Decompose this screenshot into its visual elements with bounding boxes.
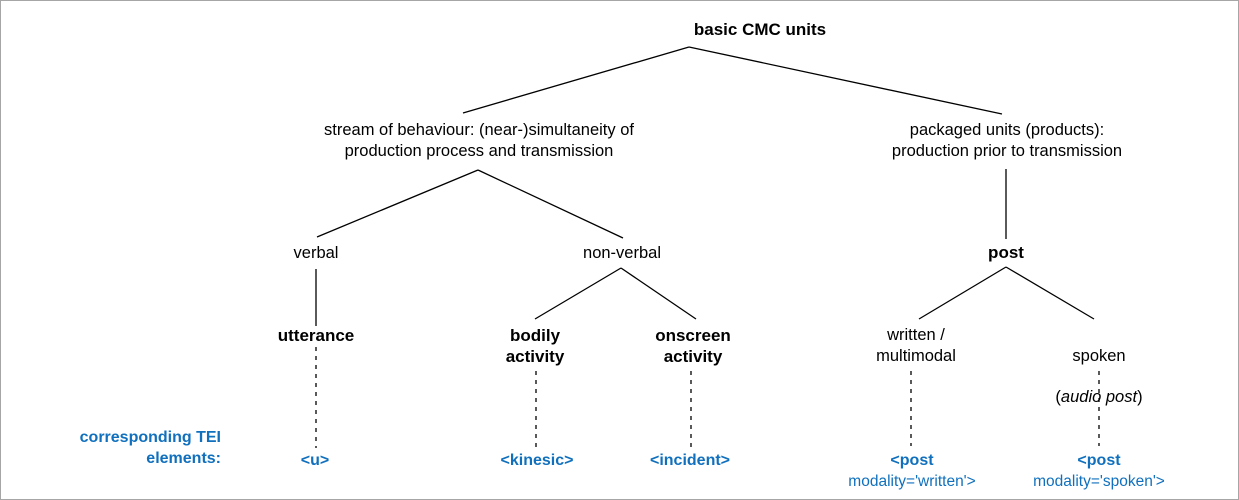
tei-element-incident: <incident> (650, 451, 730, 472)
tei-element-post-spoken-tag: <post (1077, 452, 1121, 469)
tei-element-u-tag: <u> (300, 452, 330, 469)
node-non-verbal: non-verbal (583, 244, 661, 262)
node-spoken-line1: spoken (1072, 346, 1126, 365)
tei-element-u: <u> (301, 451, 329, 472)
edge-root-to-packaged (688, 46, 1003, 115)
tei-element-post-spoken-attr: modality='spoken'> (1033, 472, 1165, 490)
node-spoken-line2: (audio post) (1055, 387, 1142, 408)
edge-stream-to-verbal (316, 169, 479, 238)
node-onscreen-activity: onscreen activity (655, 326, 731, 367)
tei-element-post-written: <post modality='written'> (848, 451, 975, 492)
node-packaged-units: packaged units (products): production pr… (891, 121, 1123, 160)
node-basic-cmc-units: basic CMC units (693, 20, 827, 39)
node-post: post (988, 243, 1024, 262)
node-bodily-activity: bodily activity (505, 326, 565, 367)
edge-post-to-written (918, 266, 1007, 320)
spoken-audio-post-italic: audio post (1060, 387, 1138, 406)
edge-stream-to-nonverbal (477, 169, 624, 239)
tei-element-post-written-attr: modality='written'> (848, 472, 976, 490)
node-written-multimodal: written / multimodal (876, 326, 956, 365)
edge-root-to-stream (462, 46, 690, 114)
spoken-paren-close: ) (1137, 387, 1143, 406)
edge-post-to-spoken (1005, 266, 1095, 320)
tei-element-post-written-tag: <post (890, 452, 934, 469)
tei-element-kinesic: <kinesic> (501, 451, 574, 472)
spoken-paren-open: ( (1055, 387, 1061, 406)
node-spoken-audio-post: spoken (audio post) (1055, 325, 1142, 428)
edge-nonverbal-to-bodily (534, 267, 622, 320)
edge-nonverbal-to-onscreen (620, 267, 697, 320)
tei-element-incident-tag: <incident> (649, 452, 731, 469)
node-utterance: utterance (277, 326, 355, 345)
tei-element-kinesic-tag: <kinesic> (500, 452, 574, 469)
node-stream-of-behaviour: stream of behaviour: (near-)simultaneity… (324, 121, 634, 160)
node-verbal: verbal (293, 244, 339, 262)
tei-element-post-spoken: <post modality='spoken'> (1033, 451, 1165, 492)
tei-caption-label: corresponding TEI elements: (79, 429, 221, 467)
